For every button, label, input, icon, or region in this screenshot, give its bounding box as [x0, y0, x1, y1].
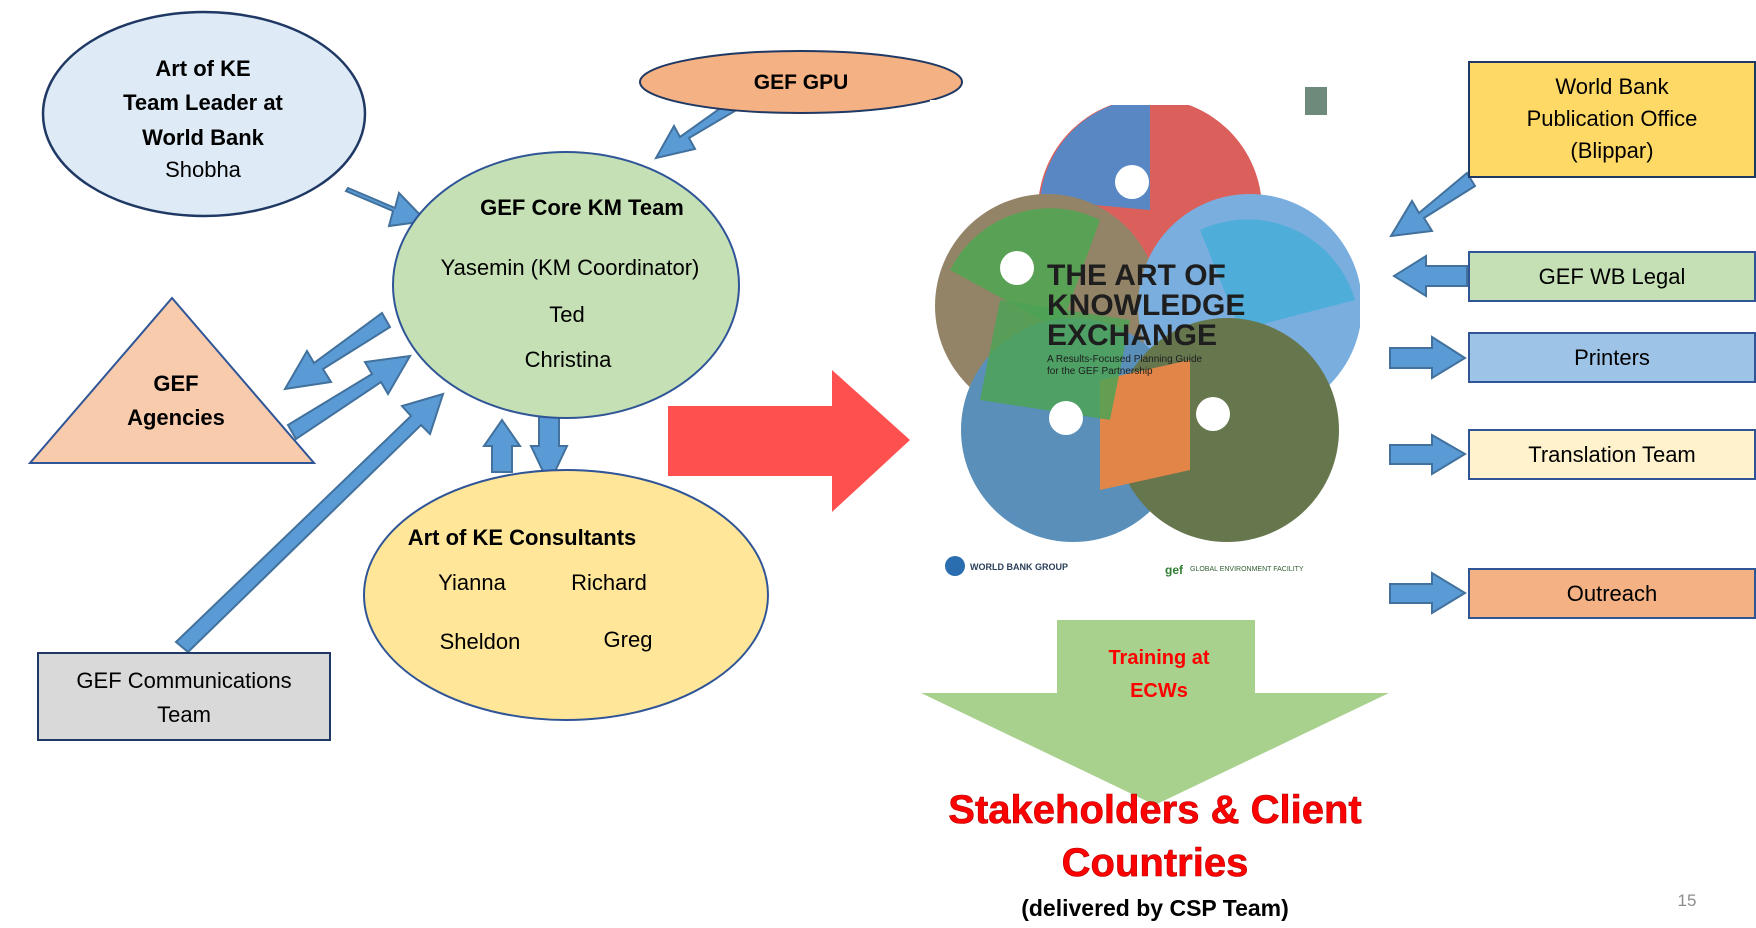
communications-node: GEF Communications Team: [37, 652, 331, 741]
printers-label: Printers: [1574, 345, 1650, 370]
team-leader-line2: Team Leader at: [123, 90, 283, 115]
team-leader-node: Art of KE Team Leader at World Bank Shob…: [41, 10, 367, 218]
translation-label: Translation Team: [1528, 442, 1696, 467]
publication-line2: Publication Office: [1527, 106, 1698, 131]
agencies-line2: Agencies: [127, 405, 225, 430]
book-title-line1: THE ART OF: [1047, 259, 1226, 292]
publication-line3: (Blippar): [1570, 138, 1653, 163]
agencies-node: GEF Agencies: [27, 296, 317, 464]
publication-line1: World Bank: [1555, 74, 1669, 99]
team-leader-line1: Art of KE: [155, 56, 250, 81]
stakeholders-node: Stakeholders & Client Countries (deliver…: [948, 788, 1362, 921]
red-main-arrow: [668, 370, 910, 512]
connector-arrows: [174, 90, 1477, 654]
training-arrow: Training at ECWs: [921, 620, 1389, 805]
training-line1: Training at: [1108, 647, 1209, 669]
arrow-book-to-printers: [1389, 335, 1467, 380]
legal-box: GEF WB Legal: [1468, 251, 1756, 302]
agencies-line1: GEF: [153, 371, 198, 396]
book-bubble-3: [1049, 401, 1083, 435]
world-bank-logo-icon: [945, 556, 965, 576]
publication-box: World Bank Publication Office (Blippar): [1468, 61, 1756, 178]
outreach-box: Outreach: [1468, 568, 1756, 619]
arrow-agencies-to-core: [286, 354, 412, 441]
outreach-label: Outreach: [1567, 581, 1658, 606]
book-bubble-4: [1196, 397, 1230, 431]
book-subtitle-line1: A Results-Focused Planning Guide: [1047, 354, 1203, 365]
arrow-leader-to-core: [344, 186, 429, 228]
training-line2: ECWs: [1130, 680, 1188, 702]
gef-logo-text: GLOBAL ENVIRONMENT FACILITY: [1190, 566, 1304, 573]
world-bank-logo-text: WORLD BANK GROUP: [970, 562, 1068, 572]
gef-logo-mark: gef: [1165, 563, 1184, 577]
consultants-title: Art of KE Consultants: [408, 525, 637, 550]
consultant-1: Yianna: [438, 570, 506, 595]
communications-line2: Team: [157, 702, 211, 727]
arrow-comms-to-core: [174, 392, 445, 654]
legal-label: GEF WB Legal: [1539, 264, 1686, 289]
book-cover: THE ART OF KNOWLEDGE EXCHANGE A Results-…: [930, 87, 1360, 577]
arrow-legal-to-book: [1392, 254, 1468, 298]
gef-gpu-label: GEF GPU: [754, 71, 849, 94]
core-team-member-1: Yasemin (KM Coordinator): [441, 255, 700, 280]
printers-box: Printers: [1468, 332, 1756, 383]
book-title-line2: KNOWLEDGE: [1047, 289, 1245, 322]
stakeholders-sub: (delivered by CSP Team): [1021, 895, 1289, 921]
communications-line1: GEF Communications: [76, 668, 291, 693]
arrow-core-to-agencies: [283, 311, 392, 391]
book-bubble-1: [1115, 165, 1149, 199]
stakeholders-line2: Countries: [1062, 841, 1249, 885]
book-corner-logo: [1305, 87, 1327, 115]
consultant-3: Sheldon: [440, 629, 521, 654]
consultant-4: Greg: [604, 627, 653, 652]
team-leader-name: Shobha: [165, 157, 242, 182]
core-team-member-3: Christina: [525, 347, 613, 372]
stakeholders-line1: Stakeholders & Client: [948, 788, 1361, 832]
consultants-node: Art of KE Consultants Yianna Richard She…: [363, 469, 769, 721]
core-team-node: GEF Core KM Team Yasemin (KM Coordinator…: [392, 151, 740, 419]
translation-box: Translation Team: [1468, 429, 1756, 480]
page-number: 15: [1678, 891, 1697, 910]
book-subtitle-line2: for the GEF Partnership: [1047, 366, 1153, 377]
book-title-line3: EXCHANGE: [1047, 319, 1217, 352]
core-team-title: GEF Core KM Team: [480, 195, 684, 220]
core-team-member-2: Ted: [549, 302, 584, 327]
gef-gpu-node: GEF GPU: [639, 50, 963, 114]
arrow-book-to-translation: [1389, 433, 1467, 476]
consultant-2: Richard: [571, 570, 647, 595]
arrow-consultants-to-core: [482, 418, 522, 473]
team-leader-line3: World Bank: [142, 125, 265, 150]
book-bubble-2: [1000, 251, 1034, 285]
arrow-publication-to-book: [1389, 171, 1477, 238]
arrow-book-to-outreach: [1389, 571, 1467, 615]
